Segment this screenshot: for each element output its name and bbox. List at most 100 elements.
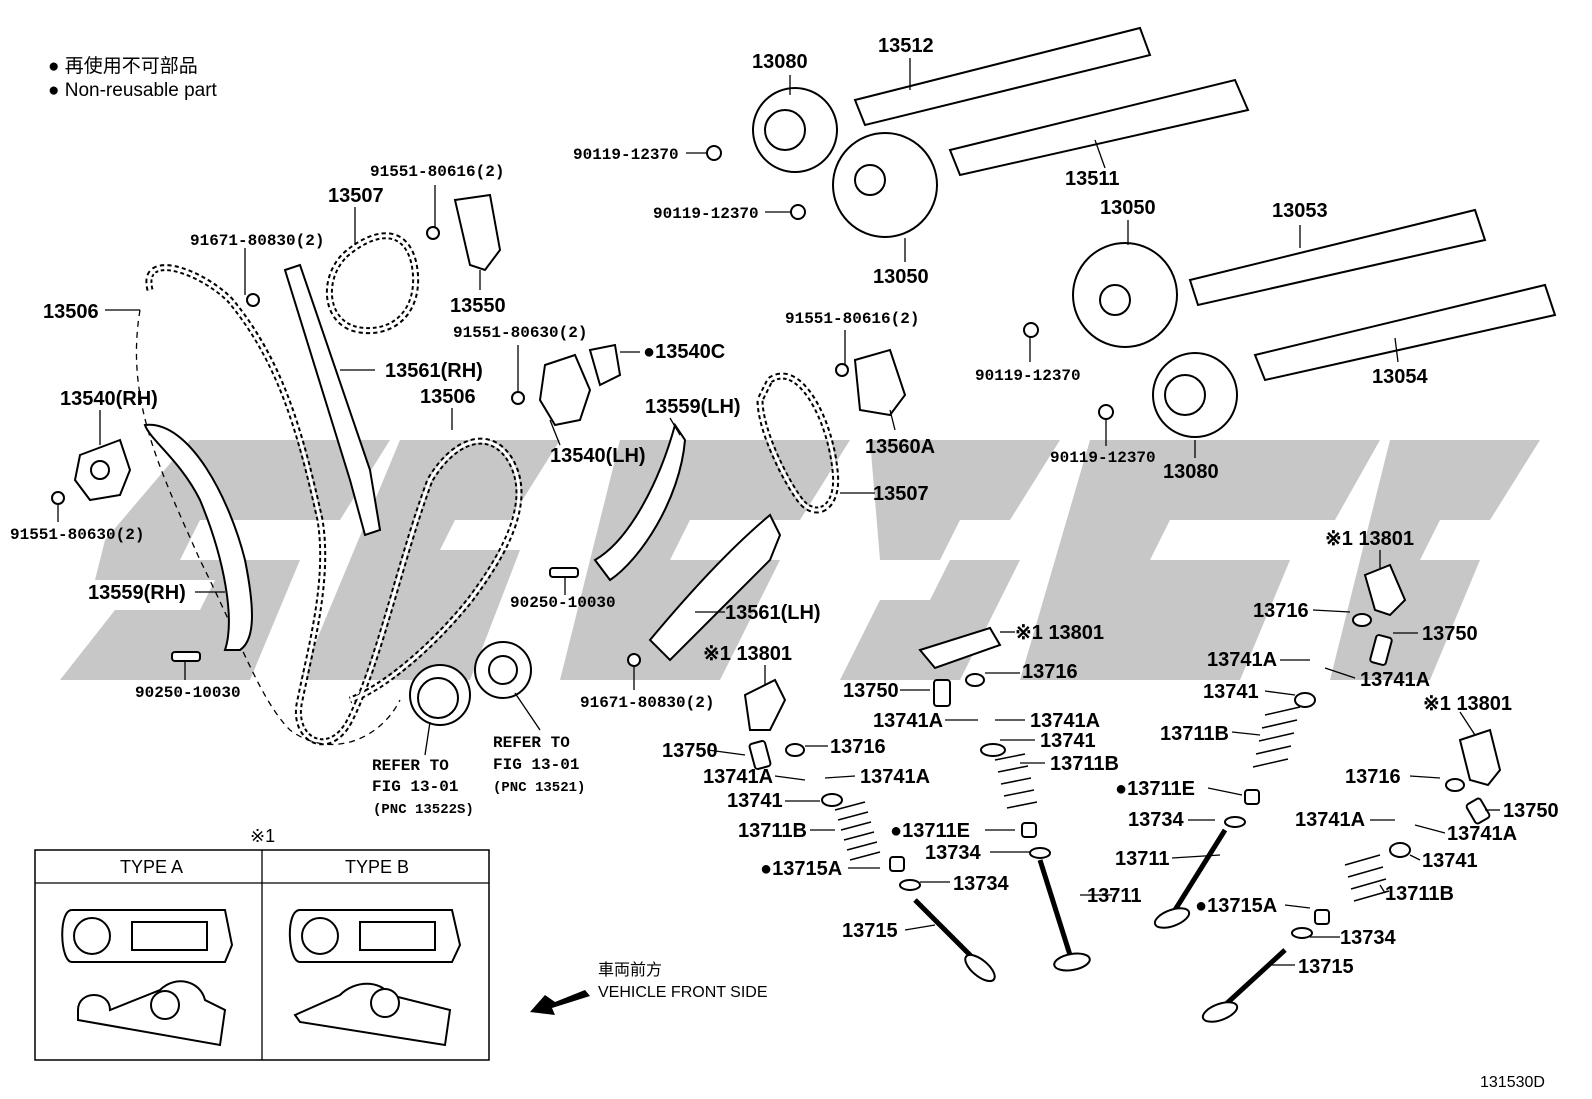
vvt-13080-top <box>752 87 838 173</box>
label-13716-d: 13716 <box>1345 766 1401 788</box>
type-a-rocker-side <box>77 980 227 1047</box>
label-13080-top: 13080 <box>752 51 808 73</box>
tensioner-13540lh <box>538 343 622 427</box>
label-13540lh: 13540(LH) <box>550 445 646 467</box>
label-13540c: ●13540C <box>643 341 725 363</box>
label-13506-mid: 13506 <box>420 386 476 408</box>
rocker-arm-13801-b <box>918 626 1002 670</box>
tensioner-13560a <box>853 348 907 417</box>
vvt-13050-right <box>1072 242 1178 348</box>
label-13550: 13550 <box>450 295 506 317</box>
label-90119-c: 90119-12370 <box>975 367 1081 385</box>
label-13711e-a: ●13711E <box>1115 778 1195 800</box>
label-13716-c: 13716 <box>830 736 886 758</box>
label-13715: 13715 <box>842 920 898 942</box>
label-90250-b: 90250-10030 <box>135 684 241 702</box>
label-13801-a: ※1 13801 <box>1325 528 1414 550</box>
refer-note-right: REFER TO FIG 13-01 (PNC 13521) <box>493 734 585 796</box>
valve-spring-c <box>1252 706 1301 768</box>
label-13741a-h: 13741A <box>1447 823 1517 845</box>
tensioner-13540rh <box>73 438 132 502</box>
label-91551-80616-b: 91551-80616(2) <box>785 310 919 328</box>
valve-13711-a <box>1037 859 1091 972</box>
valve-13715-b <box>1201 948 1287 1023</box>
crank-sprocket-left <box>409 664 471 726</box>
refer-left-2: FIG 13-01 <box>372 778 458 796</box>
label-13540rh: 13540(RH) <box>60 388 158 410</box>
label-13734-b: 13734 <box>925 842 981 864</box>
label-13559lh: 13559(LH) <box>645 396 741 418</box>
label-13561rh: 13561(RH) <box>385 360 483 382</box>
label-13715a-b: ●13715A <box>1195 895 1277 917</box>
label-13741a-g: 13741A <box>1295 809 1365 831</box>
tensioner-13550 <box>453 193 502 272</box>
label-13741a-a: 13741A <box>1207 649 1277 671</box>
legend-line-en: ● Non-reusable part <box>48 80 218 101</box>
label-90119-b: 90119-12370 <box>653 205 759 223</box>
camshaft-13053 <box>1188 208 1487 307</box>
refer-note-left: REFER TO FIG 13-01 (PNC 13522S) <box>372 757 474 818</box>
label-13801-b: ※1 13801 <box>1015 622 1104 644</box>
vehicle-front-jp: 車両前方 <box>598 961 662 979</box>
label-91671-a: 91671-80830(2) <box>190 232 324 250</box>
label-13711b-c: 13711B <box>738 820 807 842</box>
label-13561lh: 13561(LH) <box>725 602 821 624</box>
label-13711-b: 13711 <box>1087 885 1142 907</box>
label-13711b-b: 13711B <box>1050 753 1119 775</box>
label-13054: 13054 <box>1372 366 1428 388</box>
label-91551-80630-a: 91551-80630(2) <box>453 324 587 342</box>
timing-chain-large <box>135 264 523 746</box>
label-13711b-d: 13711B <box>1385 883 1454 905</box>
label-13507-right: 13507 <box>873 483 929 505</box>
type-b-rocker-side <box>293 982 452 1047</box>
label-13741-c: 13741 <box>1422 850 1478 872</box>
chain-slipper-13559lh <box>593 422 687 582</box>
label-13559rh: 13559(RH) <box>88 582 186 604</box>
valve-spring-b <box>994 753 1038 809</box>
label-13801-d: ※1 13801 <box>1423 693 1512 715</box>
label-91551-80616-a: 91551-80616(2) <box>370 163 504 181</box>
label-90119-a: 90119-12370 <box>573 146 679 164</box>
label-13741-a: 13741 <box>1203 681 1259 703</box>
label-13741a-e: 13741A <box>703 766 773 788</box>
pin-90250-left <box>171 651 201 662</box>
label-13512: 13512 <box>878 35 934 57</box>
label-90119-d: 90119-12370 <box>1050 449 1156 467</box>
vvt-13080-right <box>1152 352 1238 438</box>
pin-90250-mid <box>549 567 579 578</box>
valve-13715-a <box>913 898 996 983</box>
label-13560a: 13560A <box>865 436 935 458</box>
rocker-arm-13801-d <box>1458 728 1502 787</box>
type-box-marker: ※1 <box>250 826 275 846</box>
label-13711: 13711 <box>1115 848 1170 870</box>
label-13506-left: 13506 <box>43 301 99 323</box>
label-13750-c: 13750 <box>662 740 718 762</box>
label-13741a-f: 13741A <box>860 766 930 788</box>
leader-lines <box>57 58 1500 966</box>
timing-chain-small-left <box>326 232 420 335</box>
vehicle-front-en: VEHICLE FRONT SIDE <box>598 984 768 1001</box>
label-13741a-c: 13741A <box>873 710 943 732</box>
label-13741-b: 13741 <box>727 790 783 812</box>
type-legend-box: ※1 TYPE A TYPE B <box>34 826 490 1061</box>
type-b-label: TYPE B <box>345 857 409 877</box>
label-13734-a: 13734 <box>1128 809 1184 831</box>
valve-spring-d <box>1344 854 1390 902</box>
label-13711e-b: ●13711E <box>890 820 970 842</box>
rocker-arm-13801-a <box>743 678 787 731</box>
camshaft-13511 <box>948 78 1250 177</box>
vvt-13050-top <box>832 132 938 238</box>
chain-guide-13561lh <box>648 513 782 662</box>
lash-adjuster-d <box>1465 797 1491 825</box>
label-13716-a: 13716 <box>1253 600 1309 622</box>
label-91671-b: 91671-80830(2) <box>580 694 714 712</box>
label-13750-b: 13750 <box>843 680 899 702</box>
crank-sprocket-right <box>474 641 532 699</box>
refer-right-1: REFER TO <box>493 734 570 752</box>
refer-right-2: FIG 13-01 <box>493 756 579 774</box>
refer-left-1: REFER TO <box>372 757 449 775</box>
chain-guide-13561rh <box>283 263 382 537</box>
label-13734-d: 13734 <box>1340 927 1396 949</box>
label-13741a-b: 13741A <box>1360 669 1430 691</box>
label-13741a-d: 13741A <box>1030 710 1100 732</box>
